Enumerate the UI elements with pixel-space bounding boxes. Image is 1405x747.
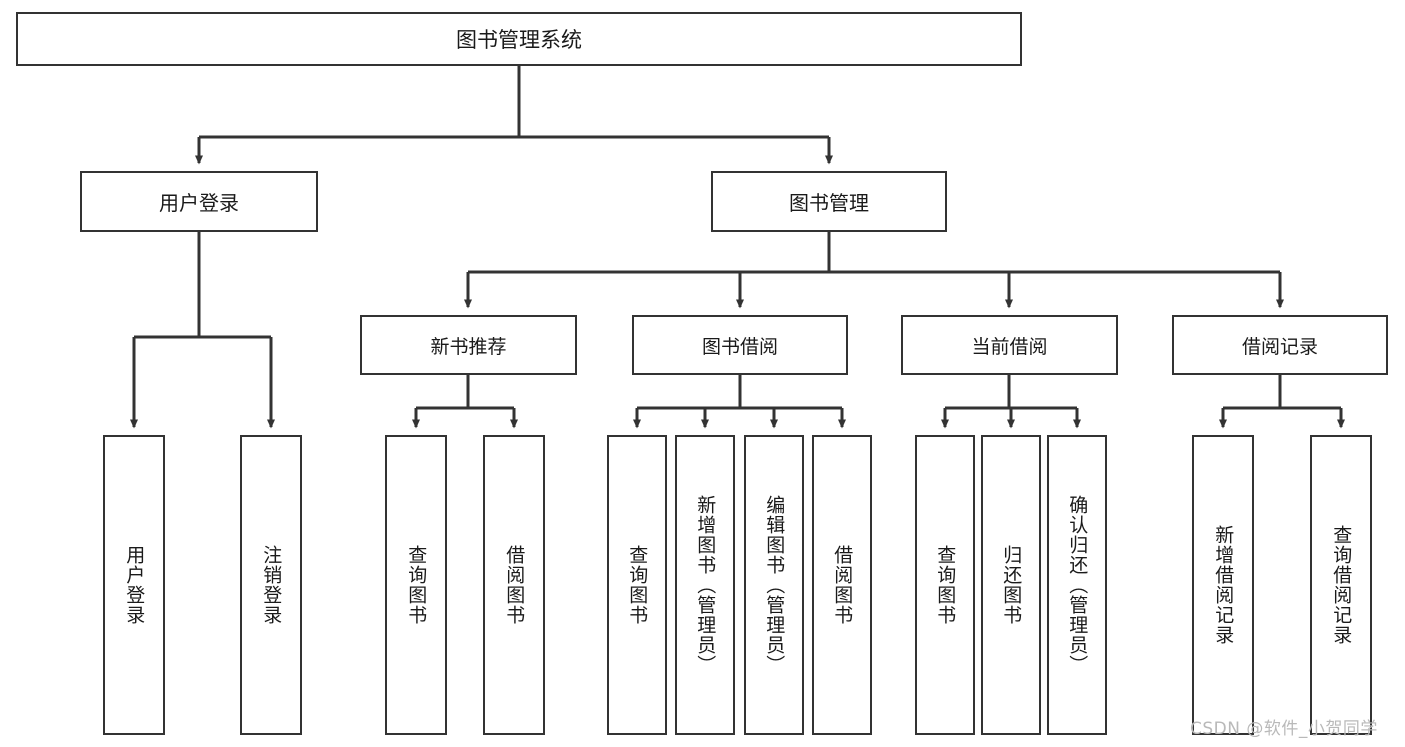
node-leaf-borrow-book-recommend[interactable]: 借阅图书 — [483, 435, 545, 735]
leaf-label: 查询图书 — [405, 545, 428, 625]
node-leaf-query-book-borrow[interactable]: 查询图书 — [607, 435, 667, 735]
node-leaf-query-book-recommend[interactable]: 查询图书 — [385, 435, 447, 735]
node-leaf-user-login[interactable]: 用户登录 — [103, 435, 165, 735]
leaf-label: 借阅图书 — [503, 545, 526, 625]
node-leaf-add-book-admin[interactable]: 新增图书（管理员） — [675, 435, 735, 735]
leaf-label: 查询图书 — [626, 545, 649, 625]
node-leaf-add-borrow-record[interactable]: 新增借阅记录 — [1192, 435, 1254, 735]
node-leaf-logout[interactable]: 注销登录 — [240, 435, 302, 735]
node-leaf-borrow-book[interactable]: 借阅图书 — [812, 435, 872, 735]
leaf-label: 新增借阅记录 — [1212, 525, 1235, 645]
node-book-manage[interactable]: 图书管理 — [711, 171, 947, 232]
node-leaf-return-book[interactable]: 归还图书 — [981, 435, 1041, 735]
node-leaf-edit-book-admin[interactable]: 编辑图书（管理员） — [744, 435, 804, 735]
leaf-label: 查询图书 — [934, 545, 957, 625]
leaf-label: 借阅图书 — [831, 545, 854, 625]
leaf-label: 归还图书 — [1000, 545, 1023, 625]
node-borrow-record[interactable]: 借阅记录 — [1172, 315, 1388, 375]
leaf-label: 编辑图书（管理员） — [763, 495, 786, 675]
node-new-book-recommend[interactable]: 新书推荐 — [360, 315, 577, 375]
node-leaf-confirm-return-admin[interactable]: 确认归还（管理员） — [1047, 435, 1107, 735]
csdn-watermark: CSDN @软件_小贺同学 — [1190, 719, 1378, 739]
node-user-login[interactable]: 用户登录 — [80, 171, 318, 232]
leaf-label: 注销登录 — [260, 545, 283, 625]
node-leaf-query-book-current[interactable]: 查询图书 — [915, 435, 975, 735]
node-book-borrow[interactable]: 图书借阅 — [632, 315, 848, 375]
leaf-label: 新增图书（管理员） — [694, 495, 717, 675]
node-leaf-query-borrow-record[interactable]: 查询借阅记录 — [1310, 435, 1372, 735]
node-current-borrow[interactable]: 当前借阅 — [901, 315, 1118, 375]
leaf-label: 用户登录 — [123, 545, 146, 625]
leaf-label: 查询借阅记录 — [1330, 525, 1353, 645]
leaf-label: 确认归还（管理员） — [1066, 495, 1089, 675]
node-root-system[interactable]: 图书管理系统 — [16, 12, 1022, 66]
